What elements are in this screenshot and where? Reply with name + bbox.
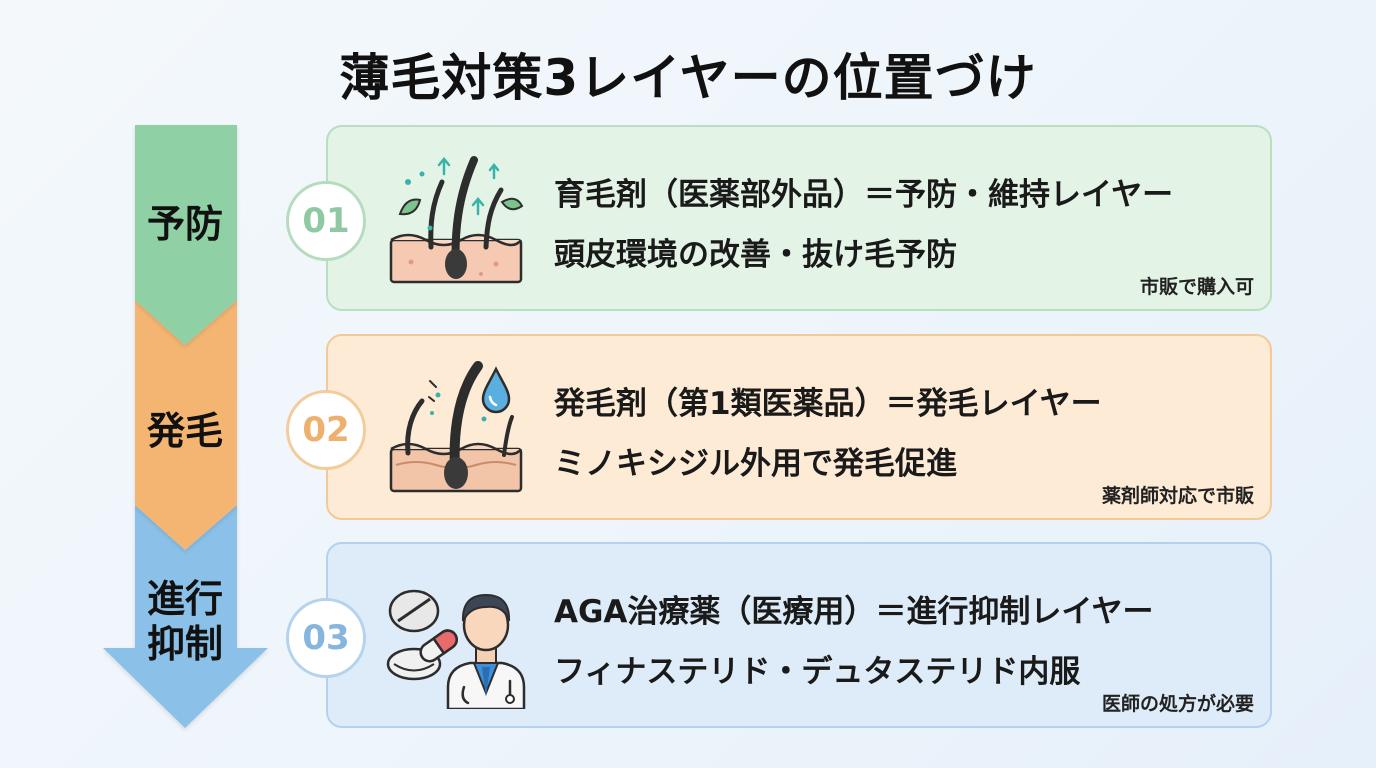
step-number: 01 <box>286 181 366 261</box>
arrow-segment-suppress <box>103 505 268 728</box>
arrow-label-prevention: 予防 <box>146 202 223 246</box>
step-number: 03 <box>286 598 366 678</box>
arrow-label-suppress-2: 抑制 <box>146 622 223 666</box>
layer-card-suppression: 03 AGA治療薬（医療用）＝進行抑制レイヤー フィナステリド・デュタステリド内… <box>286 542 1272 728</box>
card-description: ミノキシジル外用で発毛促進 <box>554 446 957 482</box>
step-number: 02 <box>286 390 366 470</box>
availability-note: 医師の処方が必要 <box>1101 693 1254 715</box>
availability-note: 市販で購入可 <box>1139 276 1254 298</box>
card-heading: 育毛剤（医薬部外品）＝予防・維持レイヤー <box>554 177 1174 213</box>
layer-card-growth: 02 発毛剤（第1類医薬品）＝発毛レイヤー ミノキシジル外用で発毛促進 薬剤師対… <box>286 334 1272 520</box>
arrow-label-suppress-1: 進行 <box>146 577 223 621</box>
layer-card-prevention: 01 育毛剤（医薬部外品）＝予防・維持レイヤー 頭皮環境の改善・抜け毛予防 市販… <box>286 125 1272 311</box>
arrow-segment-prevention <box>135 125 237 345</box>
availability-note: 薬剤師対応で市販 <box>1101 485 1254 507</box>
page-title: 薄毛対策3レイヤーの位置づけ <box>339 49 1037 107</box>
hair-growth-prevention-icon <box>386 152 526 292</box>
arrow-segment-growth <box>135 300 237 550</box>
card-heading: 発毛剤（第1類医薬品）＝発毛レイヤー <box>554 386 1102 422</box>
card-description: フィナステリド・デュタステリド内服 <box>554 654 1081 690</box>
arrow-label-growth: 発毛 <box>146 409 223 453</box>
pill-doctor-icon <box>386 569 526 711</box>
card-heading: AGA治療薬（医療用）＝進行抑制レイヤー <box>554 594 1154 630</box>
hair-growth-drop-icon <box>386 361 526 501</box>
card-description: 頭皮環境の改善・抜け毛予防 <box>554 237 957 273</box>
